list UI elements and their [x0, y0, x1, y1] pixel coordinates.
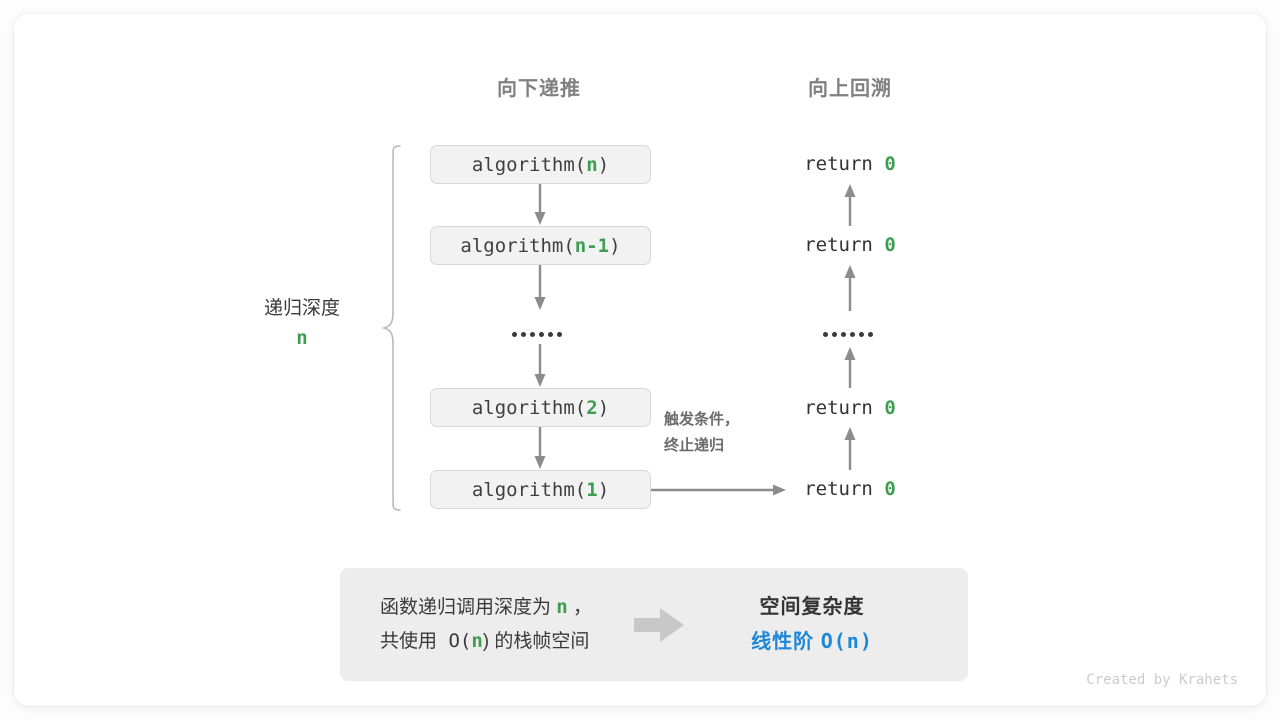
summary-complexity-value: 线性阶 O(n): [722, 624, 902, 659]
return-label-0-value: 0: [884, 153, 896, 175]
column-header-upward: 向上回溯: [808, 78, 892, 100]
trigger-condition-note: 触发条件， 终止递归: [664, 407, 739, 460]
up-arrow-icon-3: [844, 427, 856, 470]
return-label-0: return 0: [750, 153, 950, 175]
summary-line2-suffix: ) 的栈帧空间: [482, 630, 590, 652]
down-arrow-icon-2: [534, 344, 546, 387]
return-label-2: return 0: [750, 397, 950, 419]
ellipsis-left: [512, 332, 562, 337]
summary-right-text: 空间复杂度 线性阶 O(n): [722, 590, 902, 659]
return-label-1: return 0: [750, 234, 950, 256]
up-arrow-icon-2: [844, 347, 856, 388]
down-arrow-icon-0: [534, 184, 546, 225]
call-box-3[interactable]: algorithm(1): [430, 470, 651, 509]
call-box-1-arg: n-1: [574, 234, 610, 257]
return-label-2-text: return: [804, 397, 885, 419]
summary-complexity-title: 空间复杂度: [759, 596, 865, 618]
return-label-3-text: return: [804, 478, 885, 500]
credit-label: Created by Krahets: [1086, 672, 1238, 688]
call-box-3-fn: algorithm(: [471, 478, 587, 501]
recursion-depth-text: 递归深度: [263, 298, 340, 319]
call-box-0-fn: algorithm(: [471, 153, 587, 176]
call-box-2-close: ): [597, 396, 610, 419]
summary-line1-suffix: ，: [567, 597, 593, 619]
return-label-1-text: return: [804, 234, 885, 256]
summary-line1-prefix: 函数递归调用深度为: [380, 597, 557, 619]
return-label-3-value: 0: [884, 478, 896, 500]
call-box-3-close: ): [597, 478, 610, 501]
recursion-depth-label: 递归深度 n: [212, 295, 392, 352]
call-box-1-fn: algorithm(: [460, 234, 575, 257]
summary-panel: 函数递归调用深度为 n ， 共使用 O(n) 的栈帧空间 空间复杂度 线性阶 O…: [340, 568, 968, 681]
call-box-3-arg: 1: [586, 478, 598, 501]
summary-complexity-order: 线性阶: [751, 631, 821, 653]
up-arrow-icon-0: [844, 184, 856, 226]
trigger-note-line2: 终止递归: [664, 437, 725, 455]
right-arrow-icon: [634, 607, 685, 642]
summary-left-text: 函数递归调用深度为 n ， 共使用 O(n) 的栈帧空间: [380, 591, 592, 658]
column-header-downward: 向下递推: [497, 78, 581, 100]
return-label-2-value: 0: [884, 397, 896, 419]
summary-line1-n: n: [556, 596, 568, 619]
summary-complexity-notation: O(n): [820, 629, 873, 653]
call-box-1-close: ): [609, 234, 621, 257]
call-box-2-arg: 2: [586, 396, 598, 419]
recursion-depth-value: n: [296, 326, 308, 349]
down-arrow-icon-1: [534, 265, 546, 310]
call-box-0-close: ): [597, 153, 610, 176]
diagram-card: 向下递推 向上回溯 递归深度 n algorithm(n) algorithm(…: [14, 14, 1266, 706]
summary-line2-prefix: 共使用 O(: [380, 629, 472, 652]
summary-left-line1: 函数递归调用深度为 n ，: [380, 591, 592, 624]
base-case-arrow-icon: [651, 484, 786, 496]
ellipsis-right: [823, 332, 873, 337]
return-label-3: return 0: [750, 478, 950, 500]
diagram-stage: 向下递推 向上回溯 递归深度 n algorithm(n) algorithm(…: [14, 14, 1266, 706]
return-label-1-value: 0: [884, 234, 896, 256]
trigger-note-line1: 触发条件，: [664, 411, 740, 428]
call-box-2-fn: algorithm(: [471, 396, 587, 419]
summary-line2-n: n: [471, 629, 483, 652]
call-box-2[interactable]: algorithm(2): [430, 388, 651, 427]
down-arrow-icon-3: [534, 427, 546, 469]
return-label-0-text: return: [804, 153, 885, 175]
call-box-0-arg: n: [586, 153, 598, 176]
curly-brace-icon: [381, 145, 401, 511]
call-box-0[interactable]: algorithm(n): [430, 145, 651, 184]
summary-left-line2: 共使用 O(n) 的栈帧空间: [380, 625, 592, 658]
up-arrow-icon-1: [844, 265, 856, 311]
call-box-1[interactable]: algorithm(n-1): [430, 226, 651, 265]
